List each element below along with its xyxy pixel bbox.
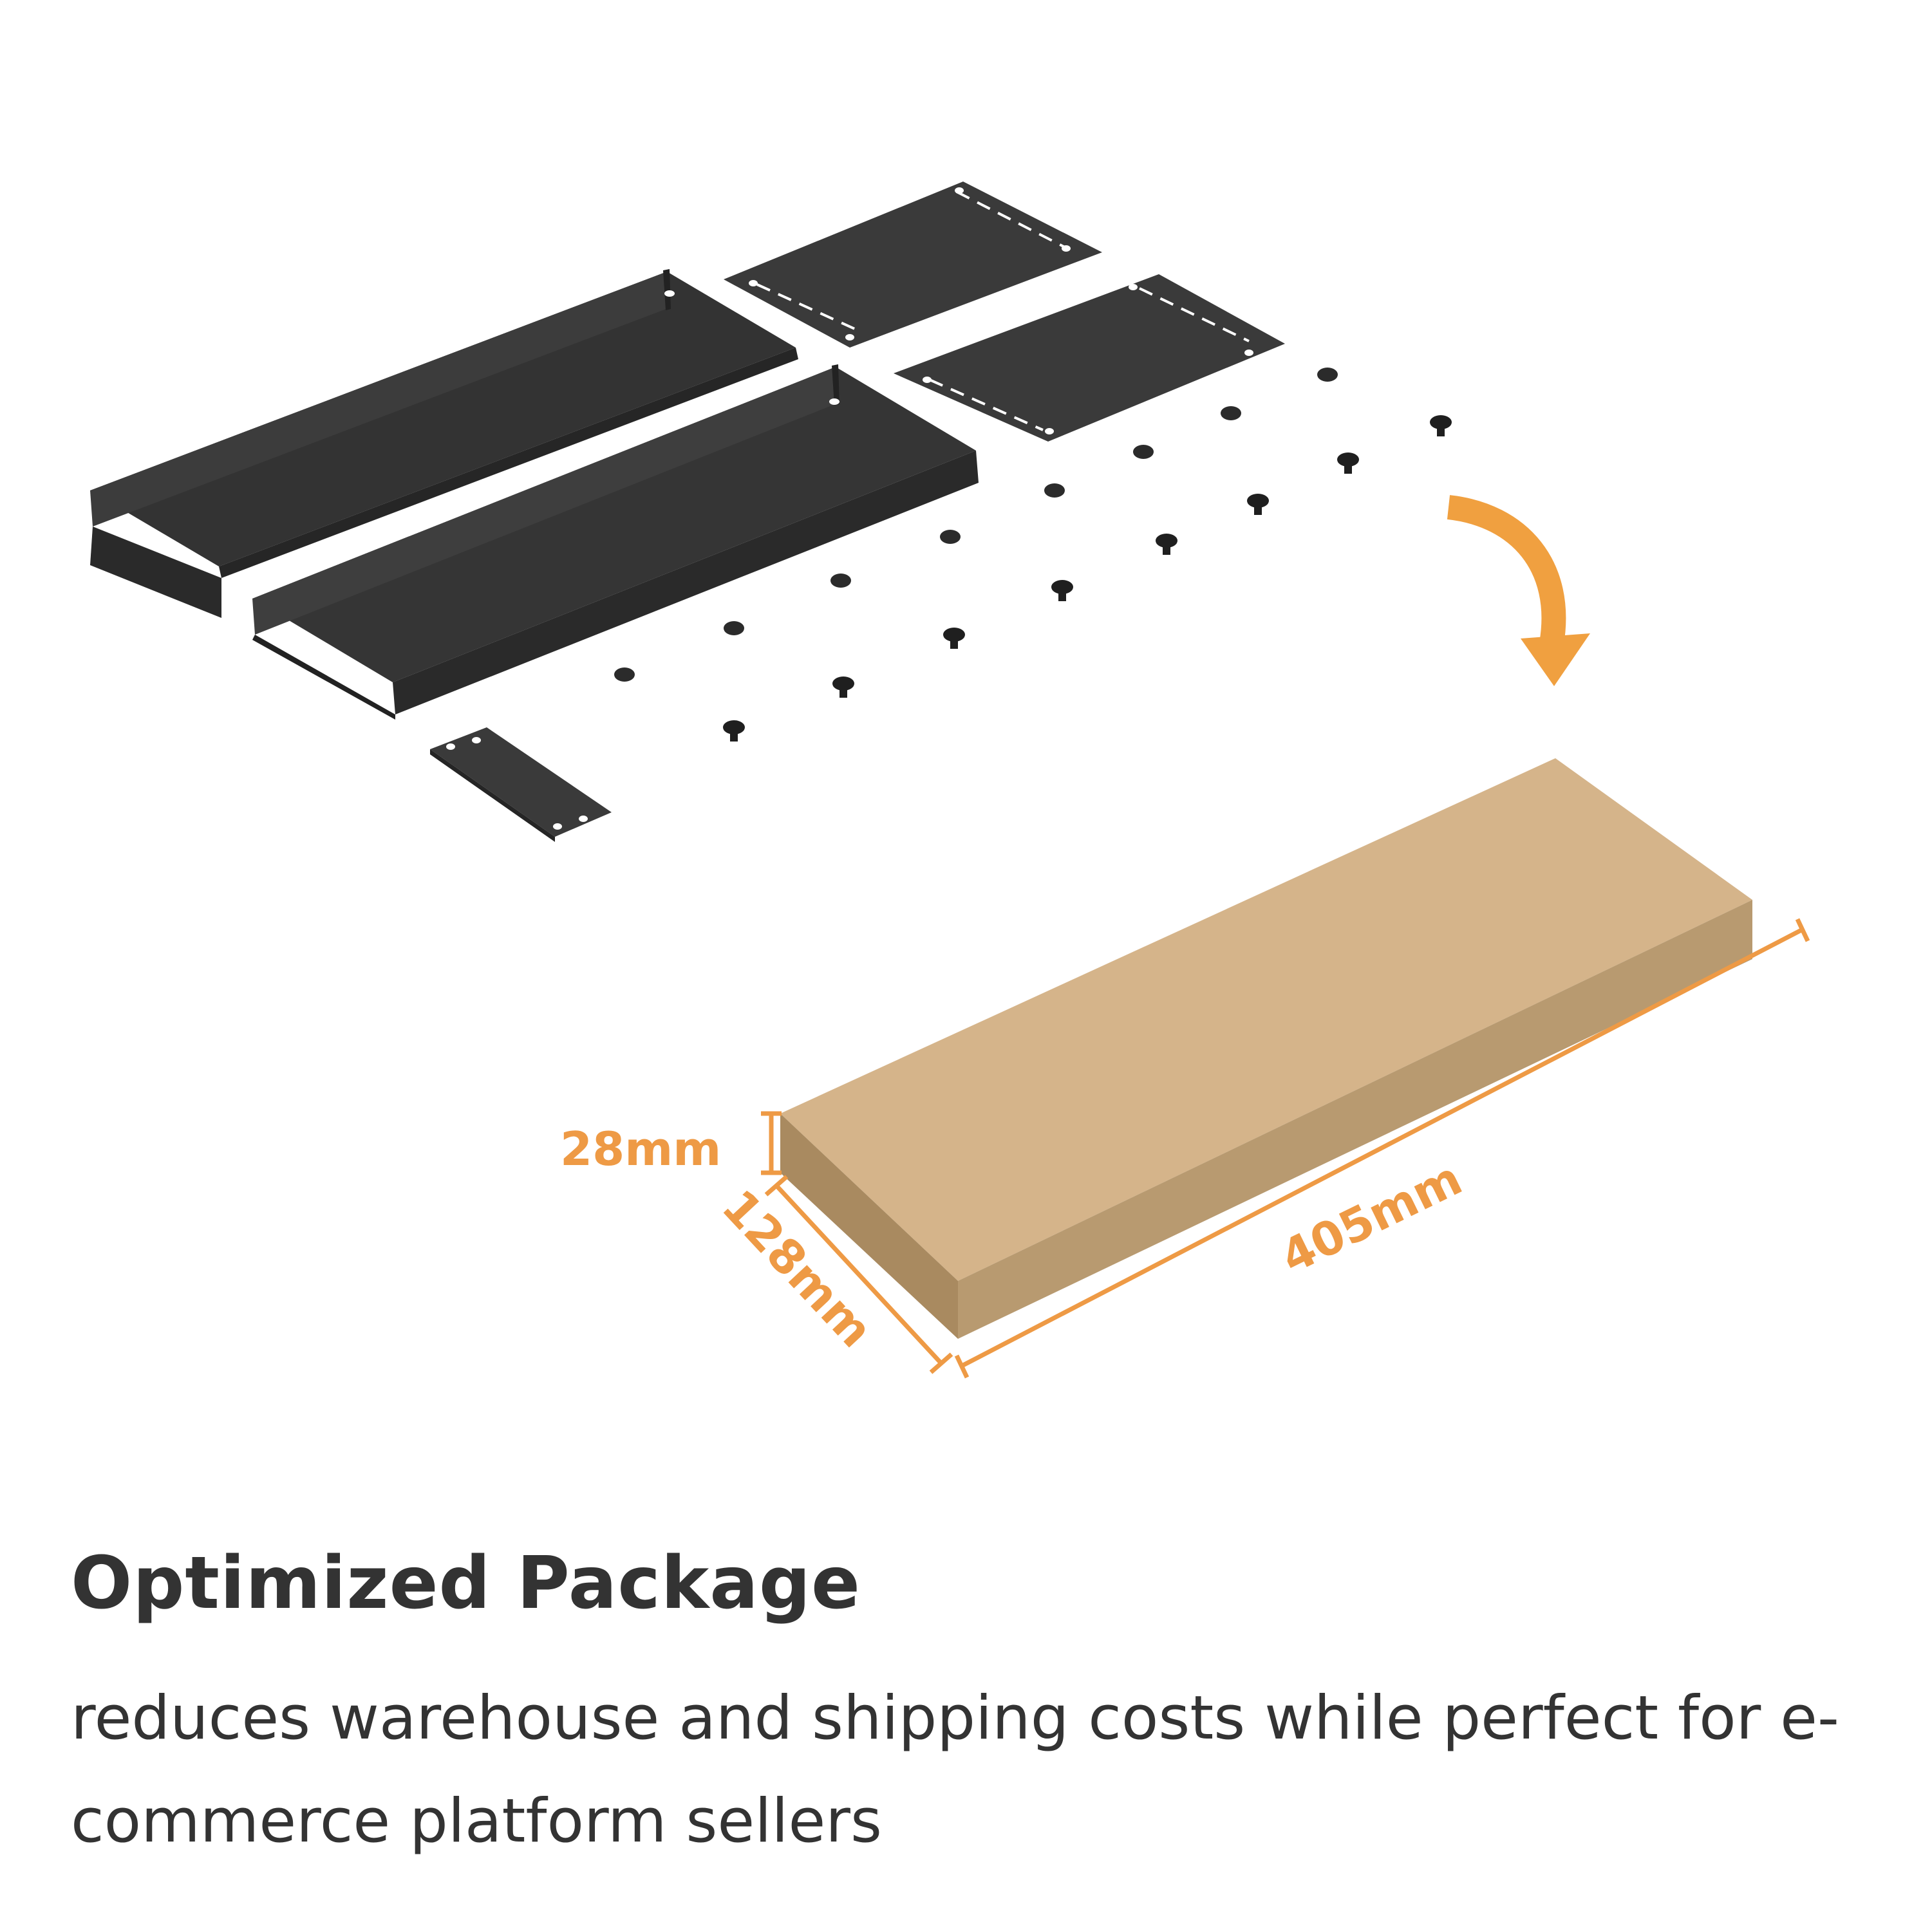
dimension-lines [761,918,1810,1379]
curved-arrow-icon [1447,495,1590,686]
small-connector-plate [430,727,612,842]
mounting-plate-middle [894,274,1285,442]
description-text: reduces warehouse and shipping costs whi… [71,1683,1839,1856]
steel-parts-group [90,182,1452,842]
cardboard-box [780,758,1752,1339]
nuts-group [614,368,1338,682]
page-title: Optimized Package [71,1542,861,1625]
mounting-plate-top [724,182,1102,348]
bolts-group [723,415,1452,742]
long-channel-front [252,364,979,720]
height-label: 28mm [560,1122,721,1176]
long-channel-back [90,269,798,618]
